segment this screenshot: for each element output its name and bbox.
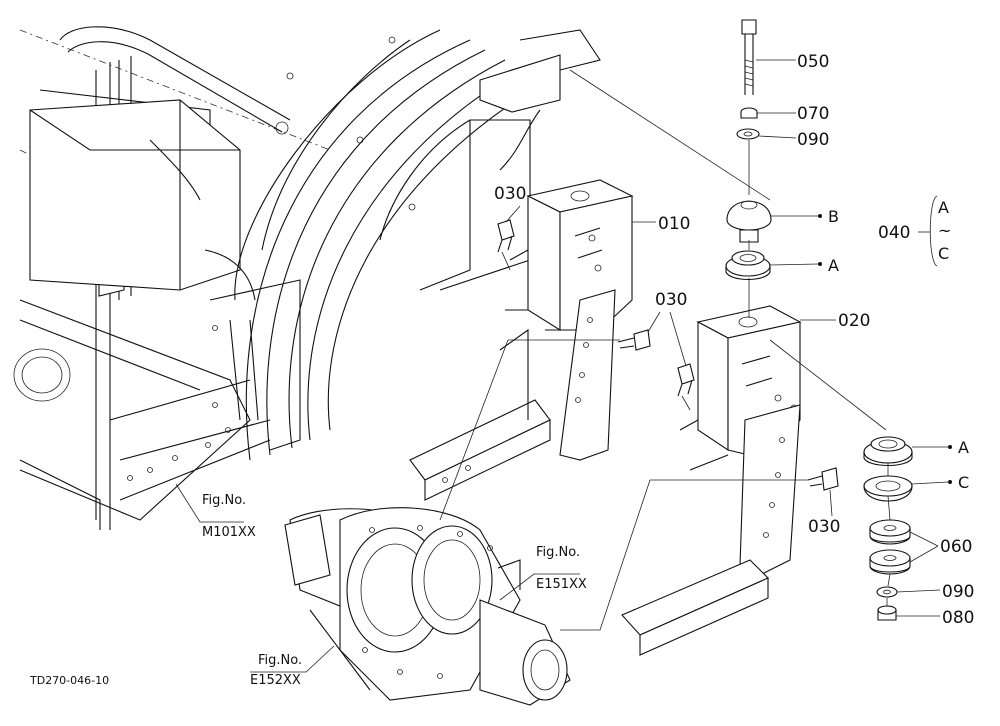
range-note-040: 040 A ~ C: [878, 198, 951, 263]
fig-ref-m101-label: Fig.No.: [202, 493, 246, 508]
fig-ref-e152-label: Fig.No.: [258, 653, 302, 668]
rear-axle-drawing: [284, 507, 571, 706]
fig-ref-e151-code: E151XX: [536, 577, 587, 592]
callout-leaders: [175, 59, 952, 673]
part-labels: 050 070 090 B A 010 030 030 020 A C 030 …: [494, 52, 974, 628]
fig-ref-m101-code: M101XX: [202, 525, 256, 540]
part-label-060: 060: [940, 537, 972, 557]
range-note-number: 040: [878, 223, 910, 243]
part-label-a-lower: A: [958, 438, 969, 457]
bracket-010-drawing: [409, 179, 634, 501]
part-label-070: 070: [797, 104, 829, 124]
part-label-b: B: [828, 207, 839, 226]
part-label-080: 080: [942, 608, 974, 628]
document-code: TD270-046-10: [29, 674, 109, 687]
part-label-030-top-left: 030: [494, 184, 526, 204]
part-label-a-upper: A: [828, 256, 839, 275]
part-label-c: C: [958, 473, 969, 492]
fig-ref-e151-label: Fig.No.: [536, 545, 580, 560]
leader-lines: [439, 69, 891, 631]
hardware-drawing: [497, 19, 913, 621]
bracket-020-drawing: [621, 305, 802, 656]
figure-references: Fig.No. M101XX Fig.No. E151XX Fig.No. E1…: [202, 493, 587, 688]
part-label-010: 010: [658, 214, 690, 234]
range-note-from: A: [938, 198, 949, 217]
range-note-tilde: ~: [938, 221, 951, 240]
part-label-050: 050: [797, 52, 829, 72]
range-note-to: C: [938, 244, 949, 263]
part-label-030-lower: 030: [808, 517, 840, 537]
part-label-020: 020: [838, 311, 870, 331]
part-label-090-lower: 090: [942, 582, 974, 602]
part-label-030-middle: 030: [655, 290, 687, 310]
part-label-090-upper: 090: [797, 130, 829, 150]
fig-ref-e152-code: E152XX: [250, 673, 301, 688]
tractor-frame-drawing: [13, 26, 601, 530]
